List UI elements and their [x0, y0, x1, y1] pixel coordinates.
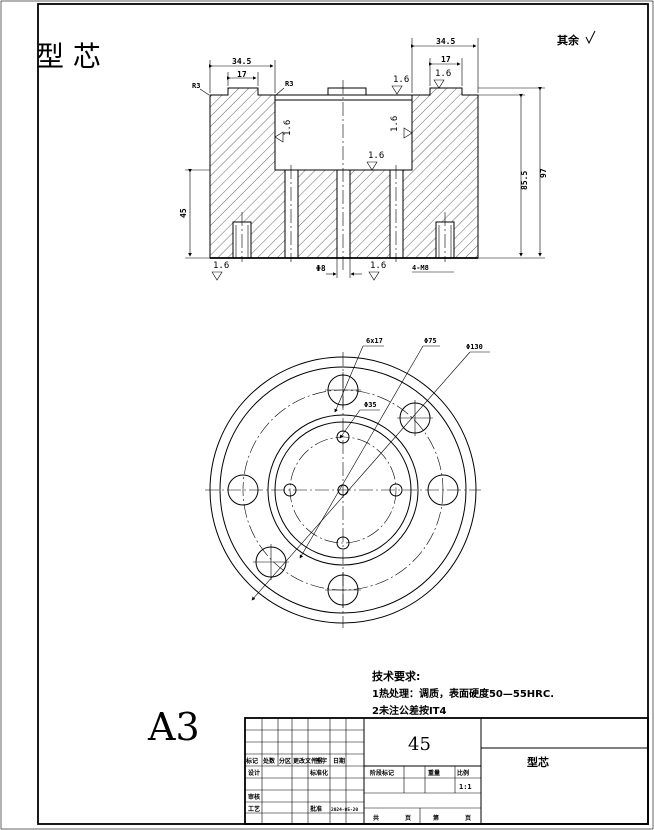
dim-lower-height: 45 — [179, 208, 188, 218]
tech-requirements: 技术要求: 1热处理：调质，表面硬度50—55HRC. 2未注公差按IT4 — [372, 669, 554, 717]
svg-text:1.6: 1.6 — [213, 261, 229, 271]
dim-holes: 4-M8 — [412, 264, 429, 272]
red-title: 型 芯 — [36, 40, 101, 73]
tb-design: 设计 — [248, 769, 260, 777]
tb-page: 页 — [405, 814, 411, 822]
svg-text:1.6: 1.6 — [370, 261, 386, 271]
tb-date: 日期 — [333, 757, 345, 765]
mid-right-section — [349, 169, 391, 259]
pin-hole — [336, 536, 350, 550]
dim-chamfer-mid: R3 — [285, 80, 293, 88]
tb-part-name: 型芯 — [527, 755, 549, 769]
svg-text:1.6: 1.6 — [390, 116, 400, 132]
tb-sheet: 第 — [432, 814, 439, 822]
plan-view: 6x17 Φ75 Φ130 Φ35 — [205, 337, 490, 628]
tb-date-value: 2024-05-20 — [331, 807, 358, 813]
tb-page-2: 页 — [465, 814, 471, 822]
tb-review: 审核 — [248, 793, 260, 801]
dim-chamfer-left: R3 — [192, 82, 200, 90]
dim-pin-dia: Φ8 — [316, 264, 326, 273]
tb-count: 处数 — [262, 757, 276, 765]
dim-left-width: 34.5 — [232, 57, 251, 66]
mid-left-section — [297, 169, 338, 259]
title-block: 标记 处数 分区 更改文件号 签字 日期 设计 标准化 审核 工艺 批准 202… — [244, 717, 649, 825]
tb-approve: 批准 — [310, 805, 322, 813]
dim-right-inner: 17 — [441, 55, 451, 64]
dim-total-height: 97 — [539, 168, 548, 178]
tb-change: 更改文件号 — [293, 757, 323, 765]
tb-standard: 标准化 — [309, 769, 328, 777]
tb-weight: 重量 — [428, 769, 440, 777]
svg-text:1.6: 1.6 — [368, 151, 384, 161]
bolt-hole — [227, 474, 259, 506]
dim-small: Φ35 — [364, 401, 377, 409]
dim-outer: Φ130 — [466, 343, 483, 351]
tb-scale: 1:1 — [459, 783, 472, 791]
tb-scale-label: 比例 — [457, 769, 469, 777]
dim-right-width: 34.5 — [436, 37, 455, 46]
section-view: 34.5 17 R3 R3 34.5 17 1.6 1.6 1.6 1.6 1.… — [179, 37, 548, 281]
svg-text:1.6: 1.6 — [283, 120, 293, 136]
dim-upper-height: 85.5 — [520, 171, 529, 190]
tech-line-2: 2未注公差按IT4 — [372, 704, 446, 717]
tb-zone: 分区 — [279, 757, 291, 765]
roughness-marks: 1.6 1.6 1.6 1.6 1.6 1.6 1.6 — [211, 69, 451, 281]
dim-bolt-holes: 6x17 — [366, 337, 383, 345]
top-boss — [327, 87, 367, 96]
pin-hole — [283, 483, 297, 497]
tb-mark: 标记 — [245, 757, 258, 765]
sheet-size: A3 — [147, 705, 200, 749]
tb-total: 共 — [373, 814, 379, 822]
tech-heading: 技术要求: — [372, 669, 420, 683]
tb-process: 工艺 — [248, 805, 260, 813]
svg-text:1.6: 1.6 — [435, 69, 451, 79]
dim-center: Φ75 — [424, 337, 437, 345]
tb-stage: 阶段标记 — [370, 769, 394, 777]
svg-text:1.6: 1.6 — [393, 75, 409, 85]
roughness-symbol-icon — [585, 30, 596, 45]
tech-line-1: 1热处理：调质，表面硬度50—55HRC. — [372, 687, 554, 700]
tb-sign: 签字 — [314, 757, 327, 765]
pin-hole — [389, 483, 403, 497]
rest-roughness-note: 其余 — [557, 33, 580, 47]
pin-hole — [336, 430, 350, 444]
dim-left-inner: 17 — [237, 70, 247, 79]
center-hole — [337, 484, 349, 496]
bolt-hole — [427, 474, 459, 506]
tb-material: 45 — [408, 734, 431, 755]
